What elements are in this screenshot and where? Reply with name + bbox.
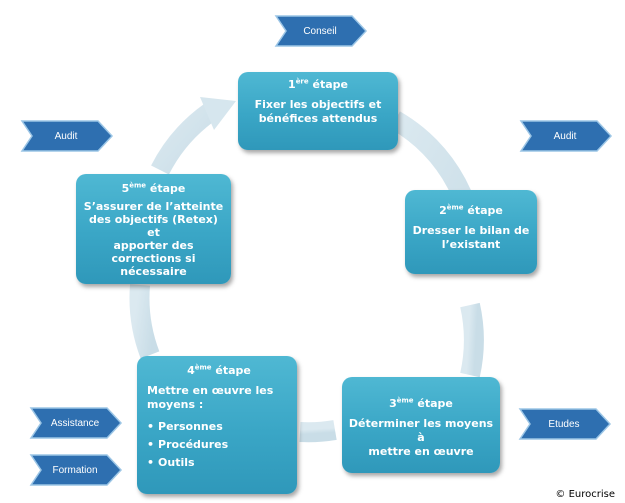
- tag-assistance: Assistance: [27, 406, 123, 440]
- tag-etudes: Etudes: [516, 407, 612, 441]
- ring-arc-4-5: [129, 284, 160, 359]
- ring-arc-5-1: [151, 103, 216, 175]
- step-2-title: 2ème étape: [439, 203, 503, 217]
- step-4-bullets: Personnes Procédures Outils: [147, 420, 291, 470]
- ring-arrowhead: [200, 97, 236, 130]
- tag-formation: Formation: [27, 453, 123, 487]
- step-5-title: 5ème étape: [121, 181, 186, 195]
- bullet-outils: Outils: [147, 456, 291, 470]
- ring-arc-2-3: [460, 302, 484, 378]
- ring-arc-3-4: [299, 420, 337, 443]
- step-3-title: 3ème étape: [389, 396, 453, 410]
- bullet-procedures: Procédures: [147, 438, 291, 452]
- tag-audit-left: Audit: [18, 119, 114, 153]
- tag-audit-right: Audit: [517, 119, 613, 153]
- copyright-notice: © Eurocrise: [555, 489, 615, 500]
- tag-conseil: Conseil: [272, 14, 368, 48]
- bullet-personnes: Personnes: [147, 420, 291, 434]
- step-4-title: 4ème étape: [187, 363, 251, 377]
- step-1-title: 1ère étape: [288, 77, 348, 91]
